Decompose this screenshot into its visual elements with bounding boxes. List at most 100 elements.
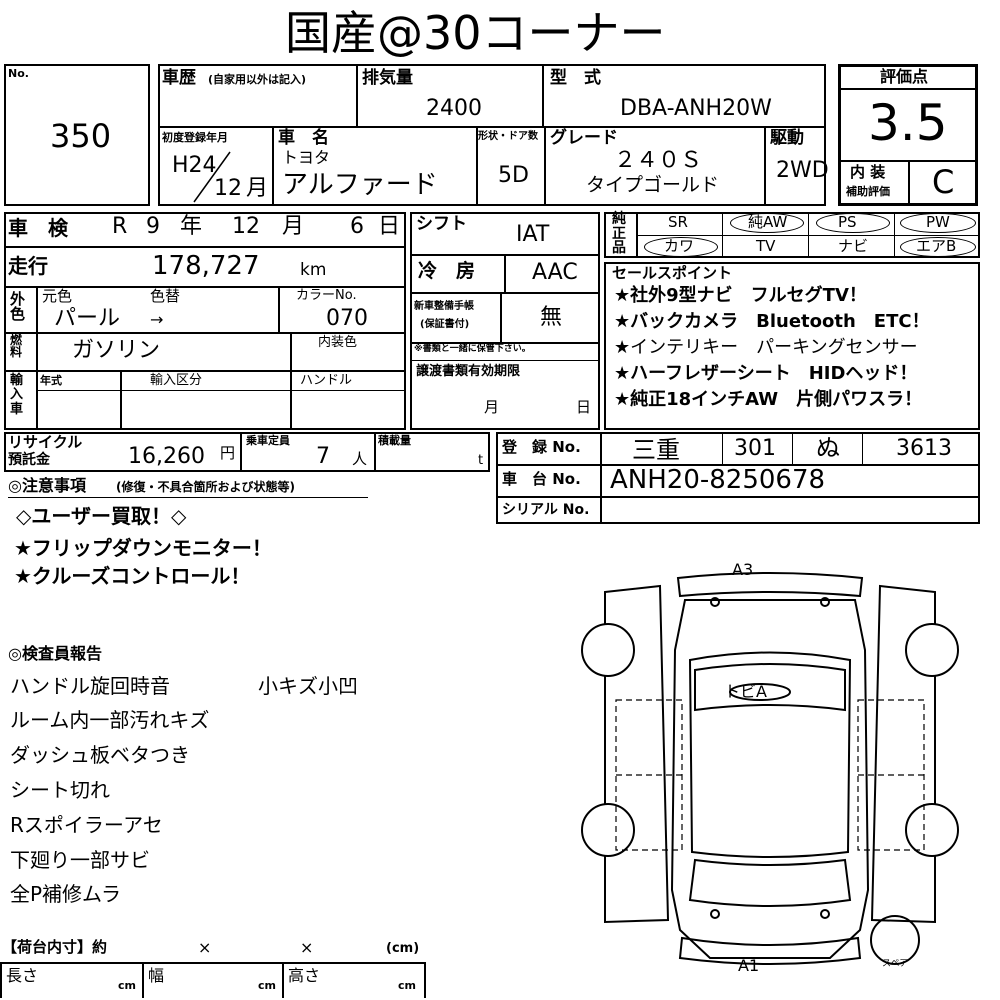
diagram-rear-bumper: [678, 936, 862, 965]
interior-color-label: 内装色: [318, 335, 358, 350]
note-2: ★フリップダウンモニター！: [14, 536, 272, 560]
chassis-value: ANH20-8250678: [610, 465, 826, 495]
car-name-label: 車 名: [278, 128, 329, 148]
recycle-value: 16,260: [128, 444, 205, 469]
inspection-day: 6: [350, 214, 364, 239]
color-code-label: カラーNo.: [296, 288, 357, 303]
cargo-width-cm: cm: [258, 979, 276, 992]
aircon-label: 冷 房: [418, 260, 476, 282]
lot-box: No. 350: [4, 64, 150, 206]
inspection-month-unit: 月: [282, 214, 305, 239]
capacity-value: 7: [316, 444, 330, 469]
registration-kana: ぬ: [816, 434, 840, 462]
score-label: 評価点: [880, 67, 929, 86]
interior-score-value: C: [932, 163, 955, 201]
interior-label-1: 内 装: [850, 163, 886, 181]
capacity-label: 乗車定員: [246, 434, 290, 447]
sales-points-box: [604, 262, 980, 430]
equip-power-steering: PS: [838, 213, 857, 231]
sales-point-4: ★ハーフレザーシート HIDヘッド！: [614, 363, 918, 384]
cargo-height-label: 高さ: [288, 966, 321, 985]
recycle-label-2: 預託金: [8, 452, 50, 468]
equipment-side-label: 純正品: [612, 211, 626, 257]
registration-grid: [496, 432, 980, 524]
diagram-spare-label: スペア: [882, 959, 909, 969]
fuel-side-label: 燃料: [10, 333, 23, 359]
model-label: 型 式: [550, 68, 601, 88]
first-reg-era: H24: [172, 153, 217, 178]
color-code-value: 070: [326, 306, 368, 331]
transfer-label: 譲渡書類有効期限: [416, 364, 521, 379]
equip-power-window: PW: [926, 213, 950, 231]
doors-value: 5D: [498, 163, 529, 188]
color-side-label: 外色: [10, 290, 26, 323]
equip-sr: SR: [668, 213, 688, 231]
grade-line1: ２４０Ｓ: [614, 148, 703, 173]
sales-point-5: ★純正18インチAW 片側パワスラ！: [614, 389, 923, 410]
sales-points-label: セールスポイント: [612, 264, 733, 282]
cargo-x1: ×: [198, 938, 212, 957]
first-reg-label: 初度登録年月: [162, 131, 228, 144]
manual-note: ※書類と一緒に保管下さい。: [414, 344, 531, 354]
inspector-item-1: ハンドル旋回時音: [10, 674, 170, 698]
diagram-front-bumper: [676, 572, 864, 598]
mileage-label: 走行: [8, 254, 48, 278]
diagram-bottom-label: A1: [738, 956, 760, 975]
shift-grid: [410, 212, 600, 430]
manual-label-2: (保証書付): [420, 319, 470, 330]
inspector-item-7: 全P補修ムラ: [10, 882, 122, 906]
import-year-label: 年式: [40, 374, 62, 387]
inspection-label: 車 検: [8, 216, 68, 240]
sales-point-3: ★インテリキー パーキングセンサー: [614, 337, 918, 358]
inspection-day-unit: 日: [378, 214, 401, 239]
equip-navi: ナビ: [838, 237, 869, 255]
model-value: DBA-ANH20W: [620, 96, 772, 121]
transfer-month-unit: 月: [484, 398, 500, 416]
inspector-item-3: ダッシュ板ベタつき: [10, 743, 190, 767]
manual-value: 無: [540, 305, 563, 330]
sales-point-1: ★社外9型ナビ フルセグTV！: [614, 285, 867, 306]
equip-airbag: エアB: [916, 237, 957, 255]
interior-label-2: 補助評価: [846, 185, 890, 198]
cargo-grid: [0, 962, 426, 998]
aircon-value: AAC: [532, 260, 578, 285]
car-maker: トヨタ: [282, 148, 331, 167]
first-reg-month: 12: [214, 176, 242, 201]
diagram-body: [670, 599, 870, 959]
lot-number: 350: [50, 117, 112, 155]
lot-no-label: No.: [8, 67, 29, 80]
equip-alloy-wheel: 純AW: [748, 213, 788, 231]
car-name: アルファード: [282, 170, 438, 200]
inspection-grid: [4, 212, 406, 430]
note-1: ◇ユーザー買取！◇: [16, 504, 187, 528]
grade-label: グレード: [550, 128, 618, 148]
transfer-day-unit: 日: [576, 398, 592, 416]
import-handle-label: ハンドル: [300, 373, 353, 388]
diagram-windshield: [694, 663, 846, 712]
manual-label-1: 新車整備手帳: [414, 301, 474, 312]
shift-label: シフト: [416, 214, 467, 234]
history-label: 車歴: [162, 68, 196, 88]
capacity-unit: 人: [352, 450, 368, 468]
cargo-length-cm: cm: [118, 979, 136, 992]
doors-label: 形状・ドア数: [478, 131, 538, 142]
diagram-top-label: A3: [732, 560, 754, 579]
notes-label: ◎注意事項: [8, 476, 86, 495]
inspection-year: 9: [146, 214, 160, 239]
displacement-label: 排気量: [362, 68, 413, 88]
score-value: 3.5: [868, 94, 948, 152]
spare-tire: [870, 915, 920, 965]
color-orig-value: パール: [54, 306, 121, 331]
diagram-roof: [688, 651, 852, 858]
color-change-label: 色替: [150, 287, 181, 305]
drive-value: 2WD: [776, 158, 829, 183]
registration-class: 301: [734, 436, 776, 461]
inspector-extra: 小キズ小凹: [258, 674, 358, 698]
mileage-value: 178,727: [152, 251, 260, 281]
slash-divider: [193, 151, 231, 203]
diagram-right-side: [870, 584, 936, 924]
page-title: 国産@30コーナー: [285, 6, 666, 60]
cargo-unit-label: (cm): [386, 941, 420, 956]
inspector-item-5: Rスポイラーアセ: [10, 813, 163, 837]
first-reg-month-unit: 月: [246, 176, 269, 201]
